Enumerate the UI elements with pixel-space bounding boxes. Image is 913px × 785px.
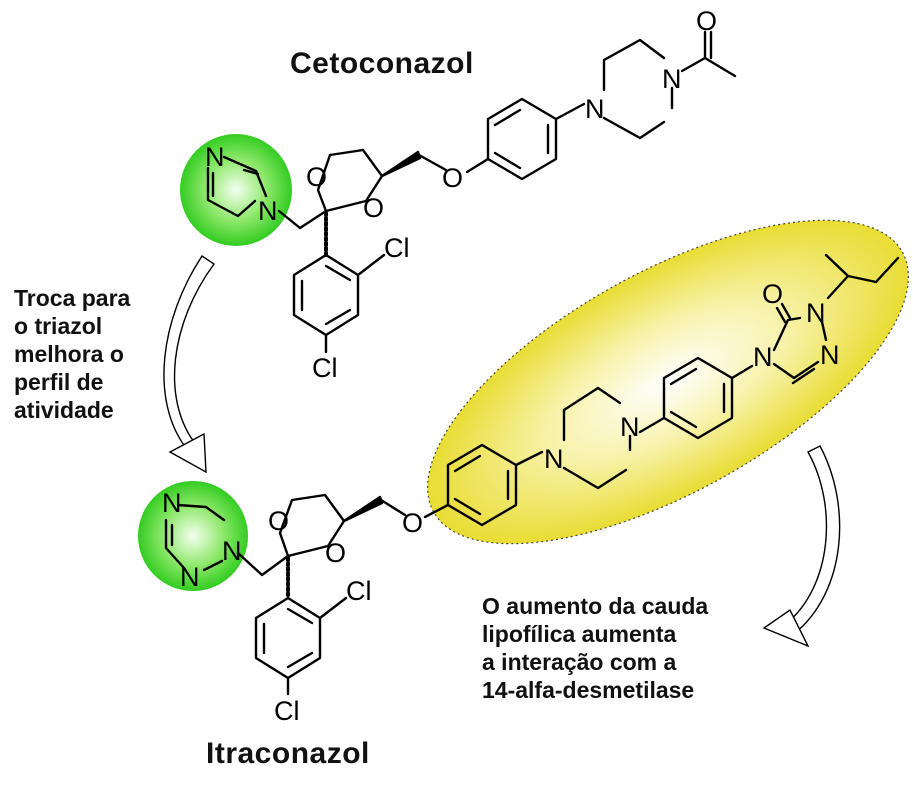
atom-cl: Cl <box>312 353 338 383</box>
right-annotation-line: 14-alfa-desmetilase <box>482 677 695 703</box>
ketoconazole-title: Cetoconazol <box>290 47 474 80</box>
atom-o: O <box>442 163 463 193</box>
triazole-highlight <box>138 481 248 591</box>
atom-n: N <box>162 488 182 518</box>
atom-o: O <box>268 506 289 536</box>
right-annotation: O aumento da cauda lipofílica aumenta a … <box>482 592 708 704</box>
left-annotation: Troca para o triazol melhora o perfil de… <box>14 284 130 424</box>
atom-o: O <box>402 508 423 538</box>
atom-n: N <box>258 196 278 226</box>
atom-o: O <box>762 279 783 309</box>
left-annotation-line: perfil de <box>14 369 104 395</box>
atom-cl: Cl <box>274 696 300 726</box>
ketoconazole-atom-labels: N N O O O N N O Cl Cl <box>205 6 717 383</box>
atom-o: O <box>325 538 346 568</box>
atom-cl: Cl <box>346 576 372 606</box>
atom-n: N <box>585 94 605 124</box>
left-annotation-line: melhora o <box>14 341 124 367</box>
imidazole-highlight <box>180 134 292 246</box>
atom-n: N <box>222 536 242 566</box>
atom-cl: Cl <box>384 233 410 263</box>
atom-n: N <box>180 562 200 592</box>
ketoconazole-bonds <box>206 30 737 354</box>
left-annotation-line: Troca para <box>14 285 131 311</box>
atom-n: N <box>544 444 564 474</box>
atom-n: N <box>806 298 826 328</box>
atom-n: N <box>620 412 640 442</box>
left-annotation-line: atividade <box>14 397 114 423</box>
lipophilic-tail-highlight <box>427 220 909 544</box>
lipophilic-tail-outline <box>427 219 909 545</box>
left-annotation-line: o triazol <box>14 313 103 339</box>
atom-n: N <box>205 142 225 172</box>
right-annotation-line: lipofílica aumenta <box>482 621 677 647</box>
itraconazole-title: Itraconazol <box>206 737 370 770</box>
atom-o: O <box>363 193 384 223</box>
right-curved-arrow <box>762 445 841 648</box>
atom-n: N <box>753 342 773 372</box>
right-annotation-line: O aumento da cauda <box>482 593 709 619</box>
atom-n: N <box>820 340 840 370</box>
itraconazole-bonds <box>164 253 900 696</box>
atom-o: O <box>696 6 717 36</box>
left-curved-arrow <box>163 255 215 474</box>
atom-o: O <box>306 162 327 192</box>
itraconazole-atom-labels: N N N O O O N N N N N O Cl Cl <box>162 279 840 726</box>
atom-n: N <box>662 64 682 94</box>
right-annotation-line: a interação com a <box>482 649 677 675</box>
